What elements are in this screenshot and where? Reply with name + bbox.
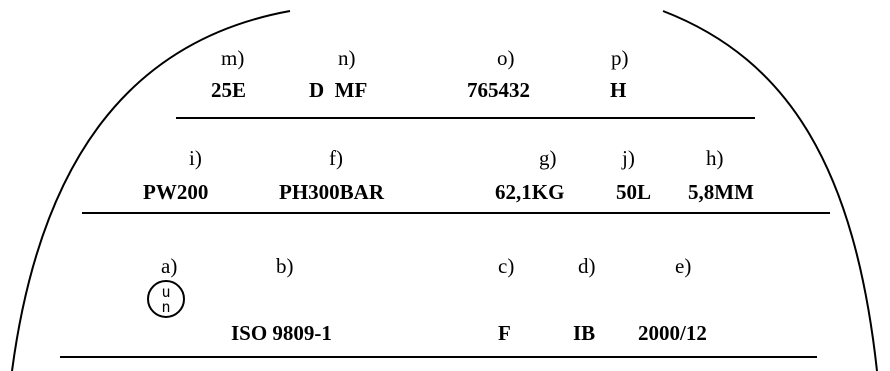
label-b: b): [276, 254, 294, 278]
value-wall-thickness: 5,8MM: [688, 180, 754, 204]
value-manufacturer-mark: D MF: [309, 78, 368, 102]
un-symbol-bottom-letter: n: [161, 298, 171, 316]
label-j: j): [622, 146, 635, 170]
label-g: g): [539, 146, 557, 170]
value-serial-number: 765432: [467, 78, 530, 102]
value-test-pressure: PH300BAR: [279, 180, 384, 204]
divider-middle: [82, 212, 830, 214]
left-shoulder-curve: [11, 10, 291, 371]
label-c: c): [498, 254, 515, 278]
label-d: d): [578, 254, 596, 278]
value-water-capacity: 50L: [616, 180, 652, 204]
value-inspection-mark: IB: [573, 321, 596, 345]
value-standard: ISO 9809-1: [231, 321, 332, 345]
value-country-mark: F: [498, 321, 511, 345]
value-mark-h: H: [610, 78, 627, 102]
label-e: e): [675, 254, 692, 278]
label-h: h): [706, 146, 724, 170]
un-packaging-symbol: u n: [147, 280, 185, 318]
label-p: p): [611, 46, 629, 70]
right-shoulder-curve: [662, 10, 878, 371]
divider-top: [176, 117, 755, 119]
label-f: f): [329, 146, 343, 170]
label-a: a): [161, 254, 178, 278]
value-test-date: 2000/12: [638, 321, 707, 345]
value-empty-mass: 62,1KG: [495, 180, 565, 204]
un-symbol-top-letter: u: [161, 283, 171, 301]
label-m: m): [221, 46, 245, 70]
label-n: n): [338, 46, 356, 70]
value-test-pressure-stamp: 25E: [211, 78, 247, 102]
divider-bottom: [60, 356, 817, 358]
label-o: o): [497, 46, 515, 70]
label-i: i): [189, 146, 202, 170]
value-working-pressure: PW200: [143, 180, 209, 204]
